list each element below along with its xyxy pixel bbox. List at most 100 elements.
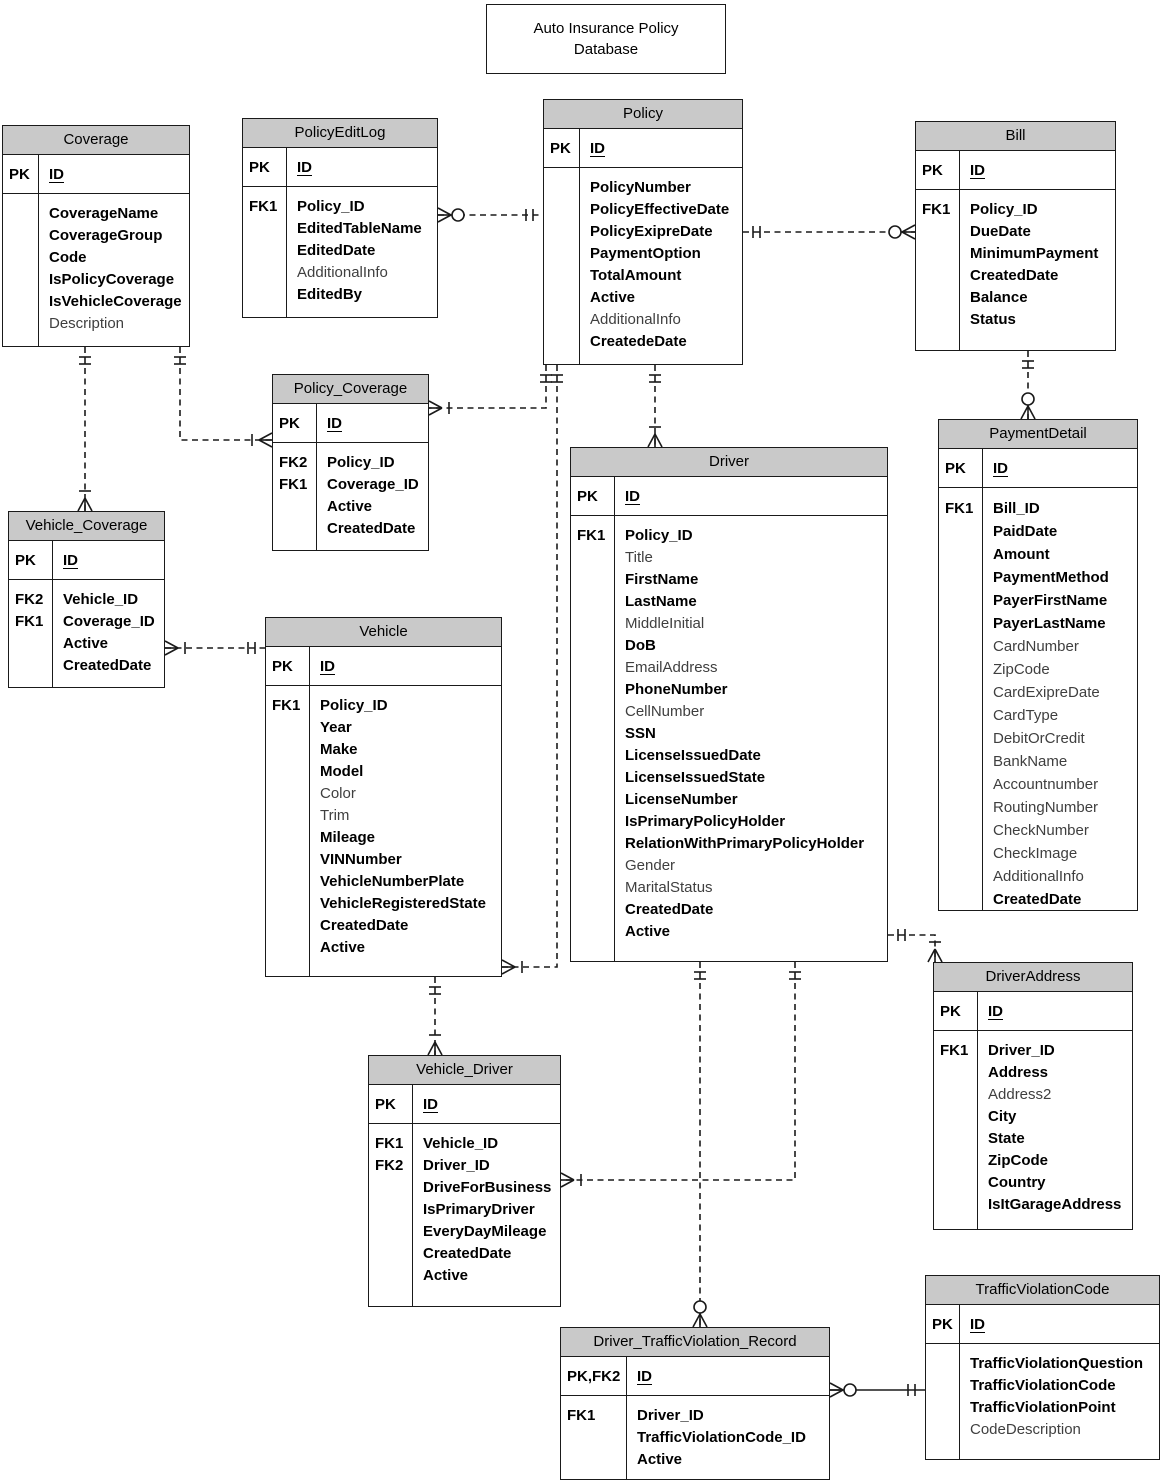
field-name: Active <box>327 498 373 515</box>
fk-label <box>272 739 309 761</box>
entity-title: Driver <box>571 448 887 477</box>
field-name: IsVehicleCoverage <box>49 293 182 310</box>
fk-label <box>272 871 309 893</box>
field-name: BankName <box>993 753 1068 770</box>
fk-label-column: FK1 <box>934 1031 978 1229</box>
field-name: Vehicle_ID <box>423 1135 499 1152</box>
fk-label <box>9 291 38 313</box>
pk-label: PK <box>266 647 310 685</box>
diagram-title: Auto Insurance Policy Database <box>486 4 726 74</box>
fk-label-column <box>926 1344 960 1459</box>
fk-label <box>945 727 982 750</box>
field-name: Policy_ID <box>297 198 365 215</box>
fk-label <box>375 1199 412 1221</box>
fk-label <box>272 827 309 849</box>
fk-label <box>577 613 614 635</box>
field-name: LastName <box>625 593 697 610</box>
fk-label <box>945 543 982 566</box>
entity-title: Vehicle_Driver <box>369 1056 560 1085</box>
field-name: Bill_ID <box>993 500 1040 517</box>
field-name: EmailAddress <box>625 659 718 676</box>
fk-label <box>577 921 614 943</box>
field-name: CreatedDate <box>993 891 1082 908</box>
field-name: VehicleRegisteredState <box>320 895 486 912</box>
fk-label-column: FK1 <box>243 187 287 317</box>
field-name: Coverage_ID <box>327 476 419 493</box>
fk-label-column: FK1 <box>571 516 615 961</box>
field-name: Address2 <box>988 1086 1052 1103</box>
pk-field-name: ID <box>327 414 342 432</box>
field-name: LicenseNumber <box>625 791 738 808</box>
fk-label <box>550 221 579 243</box>
fk-label <box>577 855 614 877</box>
field-name: CheckImage <box>993 845 1078 862</box>
pk-label: PK,FK2 <box>561 1357 627 1395</box>
field-name: PayerLastName <box>993 615 1106 632</box>
field-name: EveryDayMileage <box>423 1223 547 1240</box>
field-name: Title <box>625 549 653 566</box>
pk-label: PK <box>916 151 960 189</box>
field-name: ZipCode <box>988 1152 1048 1169</box>
primary-key-row: PK ID <box>934 992 1132 1031</box>
pk-label: PK <box>934 992 978 1030</box>
fk-label <box>15 655 52 677</box>
fk-label <box>272 805 309 827</box>
field-name: EditedBy <box>297 286 363 303</box>
field-name: LicenseIssuedDate <box>625 747 761 764</box>
field-name: Country <box>988 1174 1046 1191</box>
field-name: DriveForBusiness <box>423 1179 552 1196</box>
field-name: CardType <box>993 707 1059 724</box>
entity-title: DriverAddress <box>934 963 1132 992</box>
fk-label <box>272 761 309 783</box>
relationship-policy-vehicle <box>501 365 563 975</box>
field-name: DueDate <box>970 223 1031 240</box>
relationship-driver_trafficviolation_record-trafficviolationcode <box>829 1382 925 1398</box>
fk-label: FK1 <box>375 1135 404 1152</box>
fk-label <box>932 1353 959 1375</box>
relationship-coverage-policy_coverage <box>174 347 273 448</box>
pk-field-name: ID <box>625 487 640 505</box>
field-name: SSN <box>625 725 656 742</box>
field-name: PaymentOption <box>590 245 701 262</box>
pk-field-name: ID <box>590 139 605 157</box>
fk-label <box>945 865 982 888</box>
fk-label-column <box>544 168 580 364</box>
field-name: PhoneNumber <box>625 681 728 698</box>
fk-label <box>945 796 982 819</box>
field-name: Active <box>625 923 671 940</box>
field-name: Active <box>423 1267 469 1284</box>
fk-label <box>932 1397 959 1419</box>
field-name: CreatedDate <box>327 520 416 537</box>
field-name: Driver_ID <box>988 1042 1055 1059</box>
field-name: EditedTableName <box>297 220 422 237</box>
fk-label-column: FK1 <box>916 190 960 350</box>
fk-label <box>550 243 579 265</box>
field-name: MiddleInitial <box>625 615 705 632</box>
fk-label <box>577 811 614 833</box>
fk-label <box>577 635 614 657</box>
entity-title: Driver_TrafficViolation_Record <box>561 1328 829 1357</box>
fk-label <box>577 745 614 767</box>
field-name: State <box>988 1130 1025 1147</box>
pk-field-name: ID <box>49 165 64 183</box>
fk-label <box>249 284 286 306</box>
pk-field-name: ID <box>988 1002 1003 1020</box>
field-name: Description <box>49 315 125 332</box>
fk-label <box>375 1221 412 1243</box>
entity-title: Policy <box>544 100 742 129</box>
field-name: Active <box>590 289 636 306</box>
field-name: VehicleNumberPlate <box>320 873 465 890</box>
